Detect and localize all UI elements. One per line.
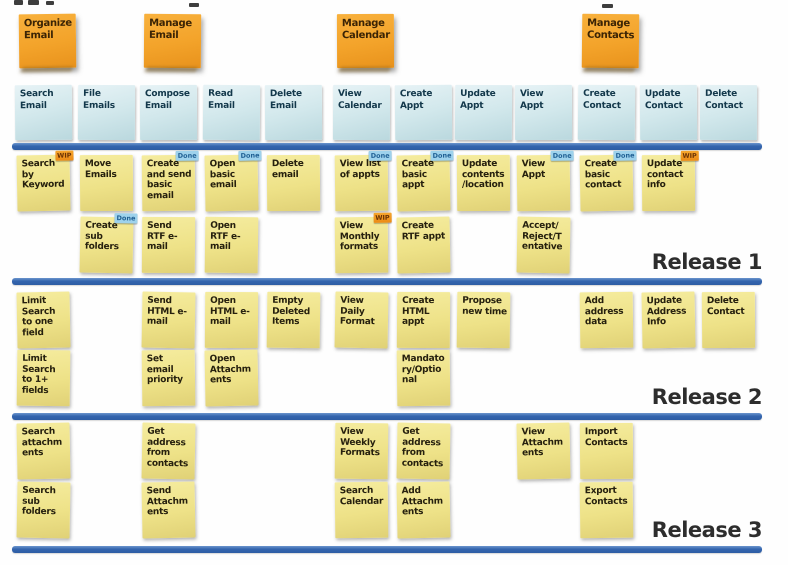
- story-note-send-attachm-ents: Send Attachm ents: [141, 481, 196, 539]
- story-note-mandato-ry-optio-nal: Mandato ry/Optio nal: [396, 349, 451, 407]
- story-note-get-address-from-contacts: Get address from contacts: [396, 422, 451, 480]
- story-note-search-calendar: Search Calendar: [334, 481, 389, 539]
- feature-note-read-email: Read Email: [202, 84, 261, 141]
- story-note-view-weekly-formats: View Weekly Formats: [334, 422, 389, 480]
- wip-tag: WIP: [680, 150, 699, 161]
- feature-note-create-contact: Create Contact: [577, 84, 636, 141]
- release-divider-line: [12, 143, 762, 150]
- story-note-update-address-info: Update Address Info: [641, 291, 696, 349]
- cropped-text-artifact: [602, 4, 613, 8]
- story-note-set-email-priority: Set email priority: [141, 349, 196, 407]
- epic-note-manage-calendar: Manage Calendar: [336, 13, 395, 69]
- release-label-release-2: Release 2: [651, 385, 763, 409]
- story-note-limit-search-to-one-field: Limit Search to one field: [16, 291, 71, 349]
- story-note-empty-deleted-items: Empty Deleted Items: [266, 291, 321, 349]
- story-note-view-daily-format: View Daily Format: [334, 291, 389, 349]
- story-note-export-contacts: Export Contacts: [579, 481, 634, 539]
- story-note-open-rtf-e-mail: Open RTF e- mail: [204, 216, 259, 274]
- story-note-send-html-e-mail: Send HTML e- mail: [141, 291, 196, 349]
- story-note-open-attachm-ents: Open Attachm ents: [204, 349, 259, 407]
- done-tag: Done: [430, 150, 454, 161]
- story-note-view-attachm-ents: View Attachm ents: [516, 422, 571, 480]
- cropped-text-artifact: [189, 3, 199, 7]
- story-note-open-html-e-mail: Open HTML e- mail: [204, 291, 259, 349]
- feature-note-compose-email: Compose Email: [139, 84, 198, 141]
- story-note-import-contacts: Import Contacts: [579, 422, 634, 480]
- feature-note-delete-email: Delete Email: [264, 84, 323, 141]
- release-label-release-3: Release 3: [651, 518, 763, 542]
- done-tag: Done: [368, 150, 392, 161]
- feature-note-file-emails: File Emails: [77, 84, 136, 141]
- story-note-search-sub-folders: Search sub folders: [16, 481, 71, 539]
- epic-note-manage-email: Manage Email: [143, 13, 202, 69]
- story-note-propose-new-time: Propose new time: [456, 291, 511, 349]
- cropped-text-artifact: [46, 1, 54, 5]
- release-divider-line: [12, 413, 762, 420]
- cropped-text-artifact: [14, 0, 23, 5]
- story-note-get-address-from-contacts: Get address from contacts: [141, 422, 196, 480]
- story-note-send-rtf-e-mail: Send RTF e- mail: [141, 216, 196, 274]
- done-tag: Done: [613, 150, 637, 161]
- feature-note-update-appt: Update Appt: [454, 84, 513, 141]
- feature-note-create-appt: Create Appt: [394, 84, 453, 141]
- story-note-delete-contact: Delete Contact: [701, 291, 756, 349]
- done-tag: Done: [550, 150, 574, 161]
- feature-note-update-contact: Update Contact: [639, 84, 698, 141]
- feature-note-delete-contact: Delete Contact: [699, 84, 758, 141]
- story-note-move-emails: Move Emails: [79, 154, 134, 212]
- wip-tag: WIP: [373, 212, 392, 223]
- story-note-create-rtf-appt: Create RTF appt: [396, 216, 451, 274]
- story-note-search-attachm-ents: Search attachm ents: [16, 422, 71, 480]
- release-divider-line: [12, 546, 762, 553]
- release-divider-line: [12, 278, 762, 285]
- story-note-update-contents-location: Update contents /location: [456, 154, 511, 212]
- story-note-accept-reject-t-entative: Accept/ Reject/T entative: [516, 216, 571, 274]
- done-tag: Done: [175, 150, 199, 161]
- story-note-add-address-data: Add address data: [579, 291, 634, 349]
- epic-note-manage-contacts: Manage Contacts: [581, 13, 640, 69]
- epic-note-organize-email: Organize Email: [18, 13, 77, 69]
- story-note-create-html-appt: Create HTML appt: [396, 291, 451, 349]
- wip-tag: WIP: [55, 150, 74, 161]
- story-note-delete-email: Delete email: [266, 154, 321, 212]
- story-note-limit-search-to-1-fields: Limit Search to 1+ fields: [16, 349, 71, 407]
- release-label-release-1: Release 1: [651, 250, 763, 274]
- done-tag: Done: [114, 213, 138, 224]
- feature-note-view-calendar: View Calendar: [332, 84, 391, 141]
- cropped-text-artifact: [28, 0, 39, 5]
- story-note-add-attachm-ents: Add Attachm ents: [396, 481, 451, 539]
- feature-note-view-appt: View Appt: [514, 84, 573, 141]
- feature-note-search-email: Search Email: [14, 84, 73, 141]
- done-tag: Done: [238, 150, 262, 161]
